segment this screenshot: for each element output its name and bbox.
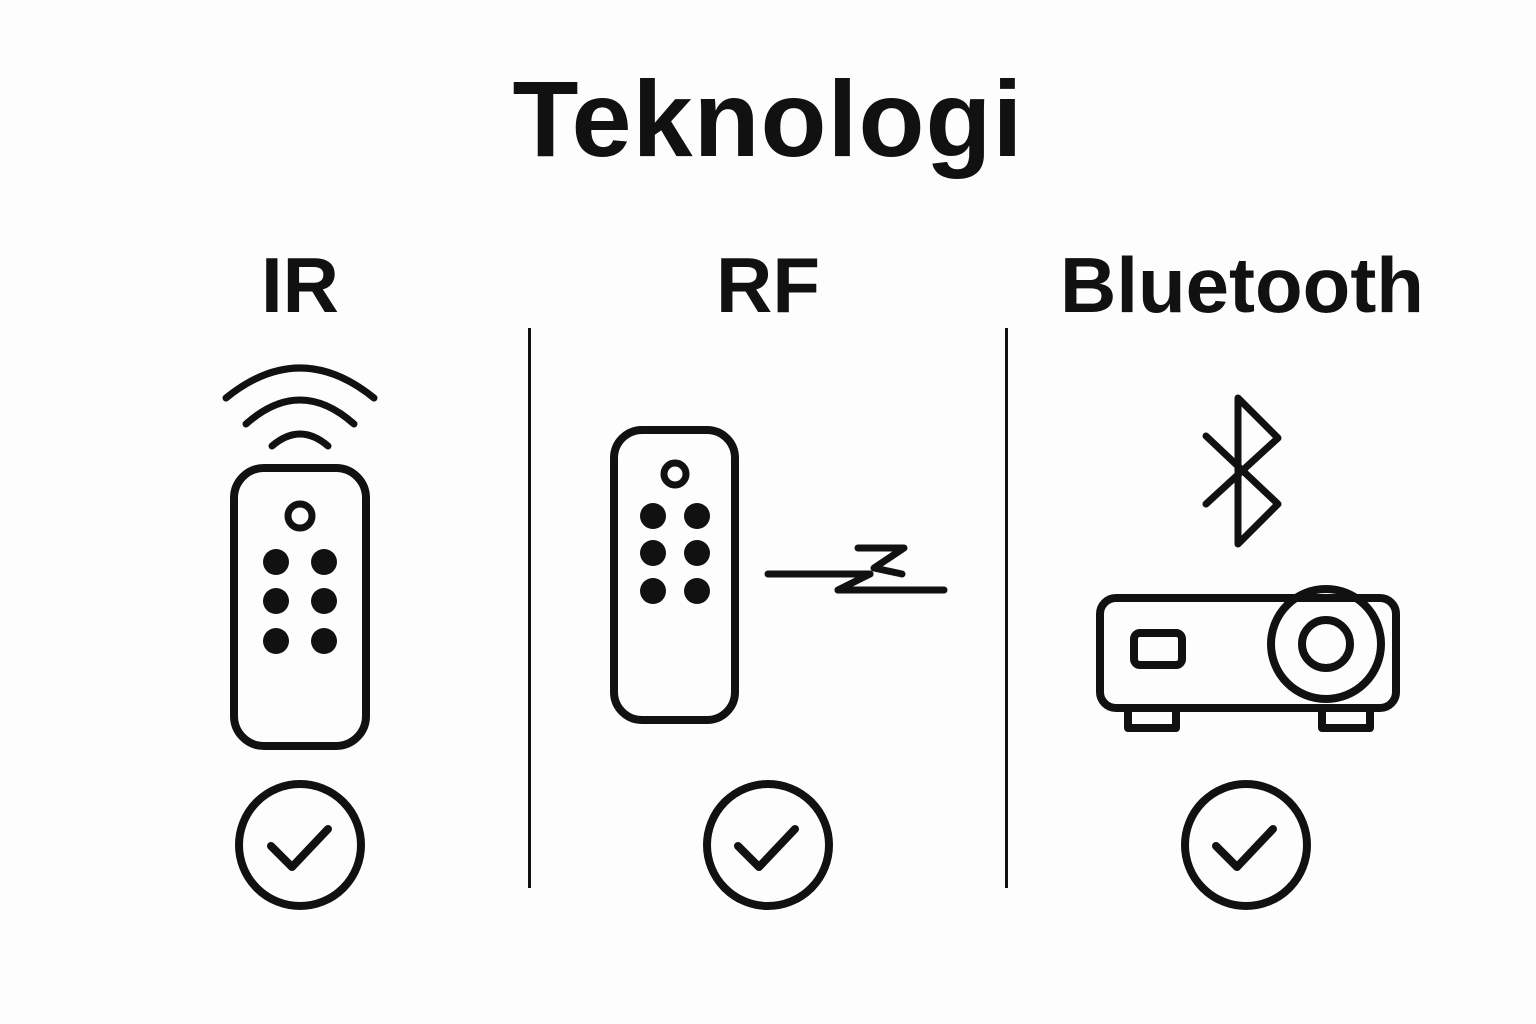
remote-button: [311, 628, 337, 654]
remote-body: [610, 426, 739, 724]
remote-button: [684, 503, 710, 529]
column-title-bluetooth: Bluetooth: [1060, 241, 1424, 329]
remote-button: [640, 540, 666, 566]
bluetooth-icon: [1202, 394, 1282, 548]
column-title-ir: IR: [261, 241, 339, 329]
remote-power-button: [660, 459, 690, 489]
remote-button: [263, 588, 289, 614]
ir-remote-icon: [222, 364, 378, 750]
remote-button: [263, 628, 289, 654]
remote-button: [640, 578, 666, 604]
check-circle-icon: [1181, 780, 1311, 910]
column-divider: [1005, 328, 1008, 888]
page-title: Teknologi: [512, 58, 1024, 179]
remote-button: [263, 549, 289, 575]
remote-button: [640, 503, 666, 529]
remote-body: [230, 464, 370, 750]
rf-signal-icon: [764, 544, 948, 594]
column-divider: [528, 328, 531, 888]
remote-button: [684, 578, 710, 604]
remote-power-button: [284, 500, 316, 532]
remote-button: [311, 549, 337, 575]
remote-button: [311, 588, 337, 614]
projector-icon: [1096, 585, 1400, 732]
rf-remote-icon: [610, 426, 948, 724]
check-circle-icon: [235, 780, 365, 910]
column-title-rf: RF: [716, 241, 820, 329]
check-circle-icon: [703, 780, 833, 910]
remote-button: [684, 540, 710, 566]
signal-waves-icon: [222, 364, 378, 450]
